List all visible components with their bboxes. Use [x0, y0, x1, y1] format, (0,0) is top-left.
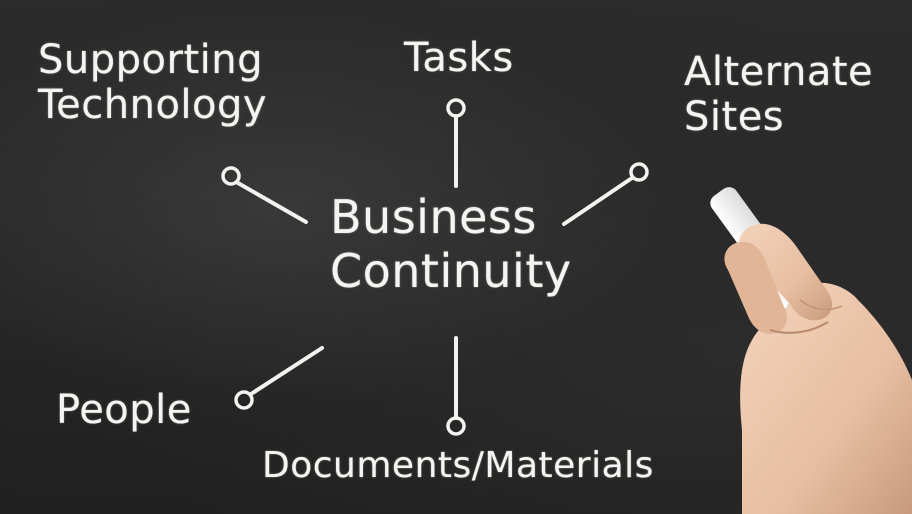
- node-alternate-sites-line-2: Sites: [684, 93, 785, 140]
- node-people: People: [56, 388, 192, 433]
- node-supporting-technology-line-1: Supporting: [38, 37, 263, 83]
- connector-tasks: [446, 98, 466, 188]
- connector-people: [234, 346, 324, 410]
- center-topic-line-2: Continuity: [330, 244, 572, 299]
- node-tasks-label: Tasks: [404, 35, 514, 81]
- node-tasks: Tasks: [404, 36, 514, 81]
- center-topic: Business Continuity: [330, 190, 572, 299]
- connector-supporting-technology: [221, 166, 308, 224]
- node-alternate-sites-line-1: Alternate: [684, 49, 874, 95]
- node-alternate-sites: Alternate Sites: [684, 50, 873, 140]
- center-topic-line-1: Business: [330, 190, 537, 244]
- node-documents-materials-label: Documents/Materials: [262, 445, 654, 486]
- connector-alternate-sites: [562, 162, 649, 226]
- node-supporting-technology-line-2: Technology: [38, 81, 268, 128]
- connector-documents-materials: [446, 336, 466, 436]
- node-supporting-technology: Supporting Technology: [38, 38, 267, 128]
- node-documents-materials: Documents/Materials: [262, 445, 654, 486]
- node-people-label: People: [56, 387, 192, 433]
